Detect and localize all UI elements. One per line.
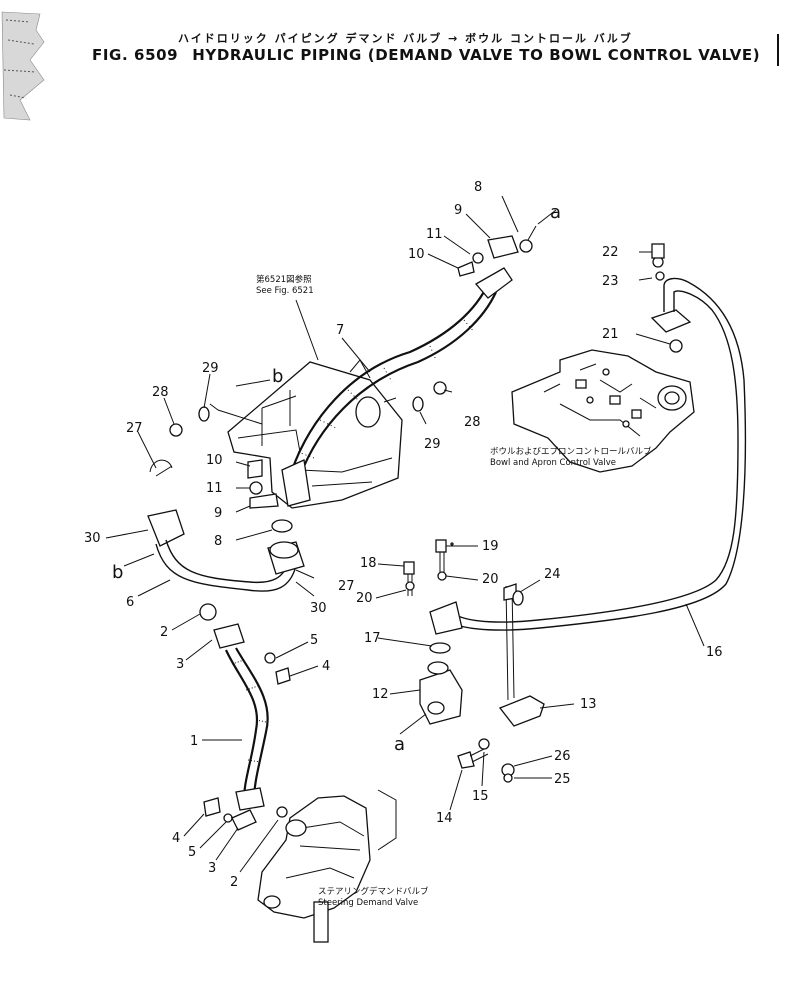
callout-3-lower: 3 bbox=[208, 861, 216, 876]
callout-13: 13 bbox=[580, 697, 597, 712]
callout-7: 7 bbox=[336, 323, 344, 338]
bowl-valve-label-en: Bowl and Apron Control Valve bbox=[490, 458, 616, 468]
callout-26: 26 bbox=[554, 749, 571, 764]
upper-hose bbox=[290, 283, 497, 477]
callout-27-left: 27 bbox=[126, 421, 143, 436]
callout-21: 21 bbox=[602, 327, 619, 342]
callout-28-left: 28 bbox=[152, 385, 169, 400]
callout-30-left: 30 bbox=[84, 531, 101, 546]
leader-lines bbox=[105, 195, 705, 873]
bolts-18-20 bbox=[403, 539, 447, 596]
block-12 bbox=[419, 642, 463, 725]
tube-6 bbox=[147, 509, 305, 621]
callout-29-left: 29 bbox=[202, 361, 219, 376]
callout-24: 24 bbox=[544, 567, 561, 582]
callout-20-left: 20 bbox=[356, 591, 373, 606]
callout-17: 17 bbox=[364, 631, 381, 646]
nut-28-left bbox=[169, 423, 183, 437]
callout-2-upper: 2 bbox=[160, 625, 168, 640]
bracket-13 bbox=[498, 583, 545, 783]
callout-5-upper: 5 bbox=[310, 633, 318, 648]
figure-title-text: HYDRAULIC PIPING (DEMAND VALVE TO BOWL C… bbox=[192, 46, 761, 64]
callout-28-right: 28 bbox=[464, 415, 481, 430]
steering-demand-valve bbox=[257, 789, 397, 943]
lower-flange-assembly-left bbox=[247, 459, 311, 533]
callout-11-left: 11 bbox=[206, 481, 223, 496]
callout-4-upper: 4 bbox=[322, 659, 330, 674]
callout-5-lower: 5 bbox=[188, 845, 196, 860]
callout-6: 6 bbox=[126, 595, 134, 610]
bolt-14 bbox=[457, 738, 490, 769]
connection-letter-a-bottom: a bbox=[394, 734, 405, 755]
steering-valve-label-jp: ステアリングデマンドバルブ bbox=[318, 886, 429, 897]
callout-11-top: 11 bbox=[426, 227, 443, 242]
clip-24 bbox=[512, 590, 524, 606]
callout-8-top: 8 bbox=[474, 180, 482, 195]
callout-15: 15 bbox=[472, 789, 489, 804]
callout-30-right: 30 bbox=[310, 601, 327, 616]
callout-1: 1 bbox=[190, 734, 198, 749]
bowl-valve-label-jp: ボウルおよびエプロンコントロールバルブ bbox=[490, 446, 652, 457]
callout-2-lower: 2 bbox=[230, 875, 238, 890]
upper-flange-assembly bbox=[457, 235, 533, 299]
nut-28-right bbox=[433, 381, 447, 395]
u-bolt-27 bbox=[149, 459, 173, 477]
connection-letter-b-top: b bbox=[272, 366, 283, 387]
callout-16: 16 bbox=[706, 645, 723, 660]
connection-letter-b-bottom: b bbox=[112, 562, 123, 583]
callout-19: 19 bbox=[482, 539, 499, 554]
callout-25: 25 bbox=[554, 772, 571, 787]
title-japanese: ハイドロリック パイピング デマンド バルブ → ボウル コントロール バルブ bbox=[178, 32, 633, 45]
callout-22: 22 bbox=[602, 245, 619, 260]
bowl-apron-control-valve bbox=[511, 349, 695, 473]
callout-9-top: 9 bbox=[454, 203, 462, 218]
callout-10-top: 10 bbox=[408, 247, 425, 262]
callout-27-right: 27 bbox=[338, 579, 355, 594]
see-fig-note-jp: 第6521図参照 bbox=[256, 274, 312, 285]
connection-letter-a-top: a bbox=[550, 202, 561, 223]
lower-hose bbox=[203, 623, 291, 831]
washer-29-left bbox=[198, 406, 210, 422]
callout-12: 12 bbox=[372, 687, 389, 702]
see-fig-note-en: See Fig. 6521 bbox=[256, 286, 314, 296]
callout-3-upper: 3 bbox=[176, 657, 184, 672]
callout-20-right: 20 bbox=[482, 572, 499, 587]
callout-10-left: 10 bbox=[206, 453, 223, 468]
tube-16 bbox=[429, 243, 747, 635]
callout-9-left: 9 bbox=[214, 506, 222, 521]
figure-title: FIG. 6509 HYDRAULIC PIPING (DEMAND VALVE … bbox=[92, 46, 760, 64]
callout-29-right: 29 bbox=[424, 437, 441, 452]
callout-numbers: 8 9 11 10 22 23 7 21 29 28 28 29 27 10 1… bbox=[84, 180, 723, 890]
bracket-frame bbox=[209, 359, 403, 509]
scan-artifact-top-left bbox=[1, 11, 45, 121]
dot bbox=[450, 542, 454, 546]
callout-18: 18 bbox=[360, 556, 377, 571]
callout-4-lower: 4 bbox=[172, 831, 180, 846]
callout-14: 14 bbox=[436, 811, 453, 826]
callout-23: 23 bbox=[602, 274, 619, 289]
callout-8-left: 8 bbox=[214, 534, 222, 549]
figure-number: FIG. 6509 bbox=[92, 46, 179, 64]
steering-valve-label-en: Steering Demand Valve bbox=[318, 898, 418, 908]
washer-29-right bbox=[412, 396, 424, 412]
